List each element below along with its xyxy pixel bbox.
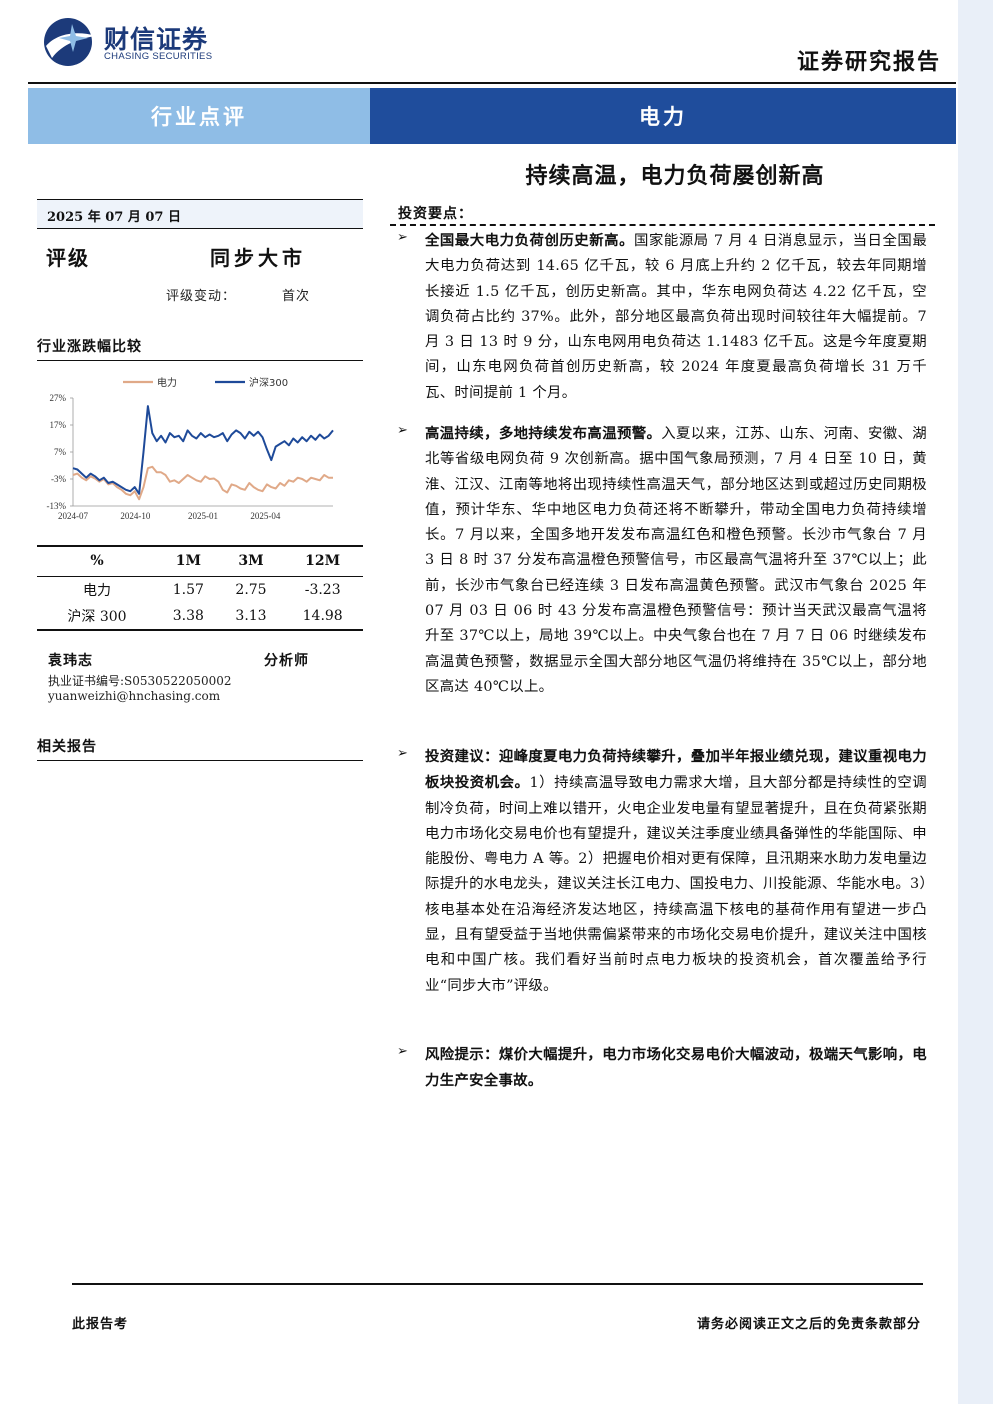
- key-point-item: ➢ 投资建议：迎峰度夏电力负荷持续攀升，叠加半年报业绩兑现，建议重视电力板块投资…: [397, 744, 927, 999]
- legend-label: 沪深300: [249, 376, 288, 389]
- analyst-email[interactable]: yuanweizhi@hnchasing.com: [48, 689, 221, 703]
- table-row: 沪深 300 3.38 3.13 14.98: [37, 603, 363, 631]
- series-line: [72, 405, 334, 495]
- table-cell: 14.98: [282, 603, 363, 631]
- key-points-rule: [390, 224, 935, 226]
- key-point-paragraph: 高温持续，多地持续发布高温预警。入夏以来，江苏、山东、河南、安徽、湖北等省级电网…: [425, 421, 927, 700]
- key-point-item: ➢ 高温持续，多地持续发布高温预警。入夏以来，江苏、山东、河南、安徽、湖北等省级…: [397, 421, 927, 700]
- y-tick-label: 17%: [50, 420, 67, 430]
- table-header-row: % 1M 3M 12M: [37, 545, 363, 577]
- table-cell: 2.75: [235, 581, 267, 598]
- series-line: [72, 465, 333, 501]
- x-tick-label: 2025-01: [188, 511, 218, 521]
- industry-compare-heading: 行业涨跌幅比较: [37, 336, 363, 361]
- table-header-cell: 12M: [282, 545, 363, 577]
- rating-change-label: 评级变动：: [166, 289, 237, 304]
- performance-chart: 27% 17% 7% -3% -13%2024-07 2024-10 2025-01 2025…: [37, 366, 363, 531]
- key-point-lead: 风险提示：煤价大幅提升，电力市场化交易电价大幅波动，极端天气影响，电力生产安全事…: [425, 1046, 927, 1090]
- rating-value: 同步大市: [210, 246, 306, 270]
- table-cell: -3.23: [304, 581, 341, 598]
- y-tick-label: -13%: [47, 501, 67, 511]
- y-tick-label: -3%: [51, 474, 66, 484]
- logo-english-name: CHASING SECURITIES: [104, 51, 213, 62]
- key-point-lead: 高温持续，多地持续发布高温预警。: [425, 425, 662, 442]
- key-point-text: 入夏以来，江苏、山东、河南、安徽、湖北等省级电网负荷 9 次创新高。据中国气象局…: [425, 426, 927, 695]
- company-logo: 财信证券 CHASING SECURITIES: [42, 16, 227, 72]
- header-rule: [28, 82, 956, 84]
- footer-left-text: 此报告考: [72, 1317, 129, 1332]
- document-type: 证券研究报告: [796, 49, 941, 75]
- analyst-role: 分析师: [264, 653, 309, 669]
- banner-category: 行业点评: [28, 88, 370, 144]
- arrow-bullet-icon: ➢: [397, 423, 408, 438]
- table-header-cell: %: [37, 545, 157, 577]
- analyst-certificate: 执业证书编号:S0530522050002: [48, 674, 232, 688]
- key-point-text: 国家能源局 7 月 4 日消息显示，当日全国最大电力负荷达到 14.65 亿千瓦…: [425, 233, 928, 401]
- y-tick-label: 27%: [50, 393, 67, 403]
- key-point-paragraph: 投资建议：迎峰度夏电力负荷持续攀升，叠加半年报业绩兑现，建议重视电力板块投资机会…: [425, 744, 927, 999]
- table-header-cell: 1M: [157, 545, 220, 577]
- key-point-item: ➢ 风险提示：煤价大幅提升，电力市场化交易电价大幅波动，极端天气影响，电力生产安…: [397, 1042, 927, 1095]
- table-row: 电力 1.57 2.75 -3.23: [37, 576, 363, 603]
- rating-change-value: 首次: [282, 289, 311, 304]
- related-reports-heading: 相关报告: [37, 736, 363, 761]
- key-point-lead: 全国最大电力负荷创历史新高。: [425, 232, 635, 249]
- key-point-paragraph: 全国最大电力负荷创历史新高。国家能源局 7 月 4 日消息显示，当日全国最大电力…: [425, 228, 927, 406]
- table-header-cell: 3M: [219, 545, 283, 577]
- x-tick-label: 2024-10: [120, 511, 150, 521]
- page-side-strip: [958, 0, 993, 1404]
- footer-disclaimer-note: 请务必阅读正文之后的免责条款部分: [696, 1317, 921, 1332]
- x-tick-label: 2024-07: [58, 511, 88, 521]
- arrow-bullet-icon: ➢: [397, 1044, 408, 1059]
- banner-industry-label: 电力: [639, 105, 687, 129]
- table-cell: 电力: [83, 582, 111, 599]
- table-cell: 3.13: [219, 603, 283, 631]
- report-title: 持续高温，电力负荷屡创新高: [525, 163, 825, 189]
- key-point-item: ➢ 全国最大电力负荷创历史新高。国家能源局 7 月 4 日消息显示，当日全国最大…: [397, 228, 927, 406]
- rating-label: 评级: [46, 246, 90, 270]
- table-cell: 3.38: [157, 603, 220, 631]
- key-point-text: 1）持续高温导致电力需求大增，且大部分都是持续性的空调制冷负荷，时间上难以错开，…: [425, 775, 927, 994]
- banner-industry: 电力: [370, 88, 956, 144]
- key-point-lead: 投资建议：迎峰度夏电力负荷持续攀升，叠加半年报业绩兑现，建议重视电力板块投资机会…: [425, 748, 927, 792]
- banner-category-label: 行业点评: [151, 105, 247, 129]
- report-date: 2025 年 07 月 07 日: [47, 210, 181, 225]
- legend-label: 电力: [157, 376, 177, 389]
- analyst-name: 袁玮志: [48, 653, 93, 669]
- x-tick-label: 2025-04: [250, 511, 280, 521]
- logo-chinese-name: 财信证券: [104, 25, 209, 54]
- table-cell: 1.57: [172, 581, 204, 598]
- key-point-paragraph: 风险提示：煤价大幅提升，电力市场化交易电价大幅波动，极端天气影响，电力生产安全事…: [425, 1042, 927, 1095]
- key-points-heading: 投资要点：: [398, 206, 473, 222]
- y-tick-label: 7%: [54, 447, 67, 457]
- table-cell: 沪深 300: [37, 603, 157, 631]
- footer-rule: [72, 1283, 923, 1285]
- performance-chart-svg: 27% 17% 7% -3% -13%2024-07 2024-10 2025-01 2025…: [47, 376, 334, 521]
- arrow-bullet-icon: ➢: [397, 746, 408, 761]
- logo-mark-icon: [44, 18, 96, 66]
- report-date-box: 2025 年 07 月 07 日: [37, 199, 363, 229]
- performance-table: % 1M 3M 12M 电力 1.57 2.75 -3.23 沪深 300 3.…: [37, 545, 363, 631]
- arrow-bullet-icon: ➢: [397, 230, 408, 245]
